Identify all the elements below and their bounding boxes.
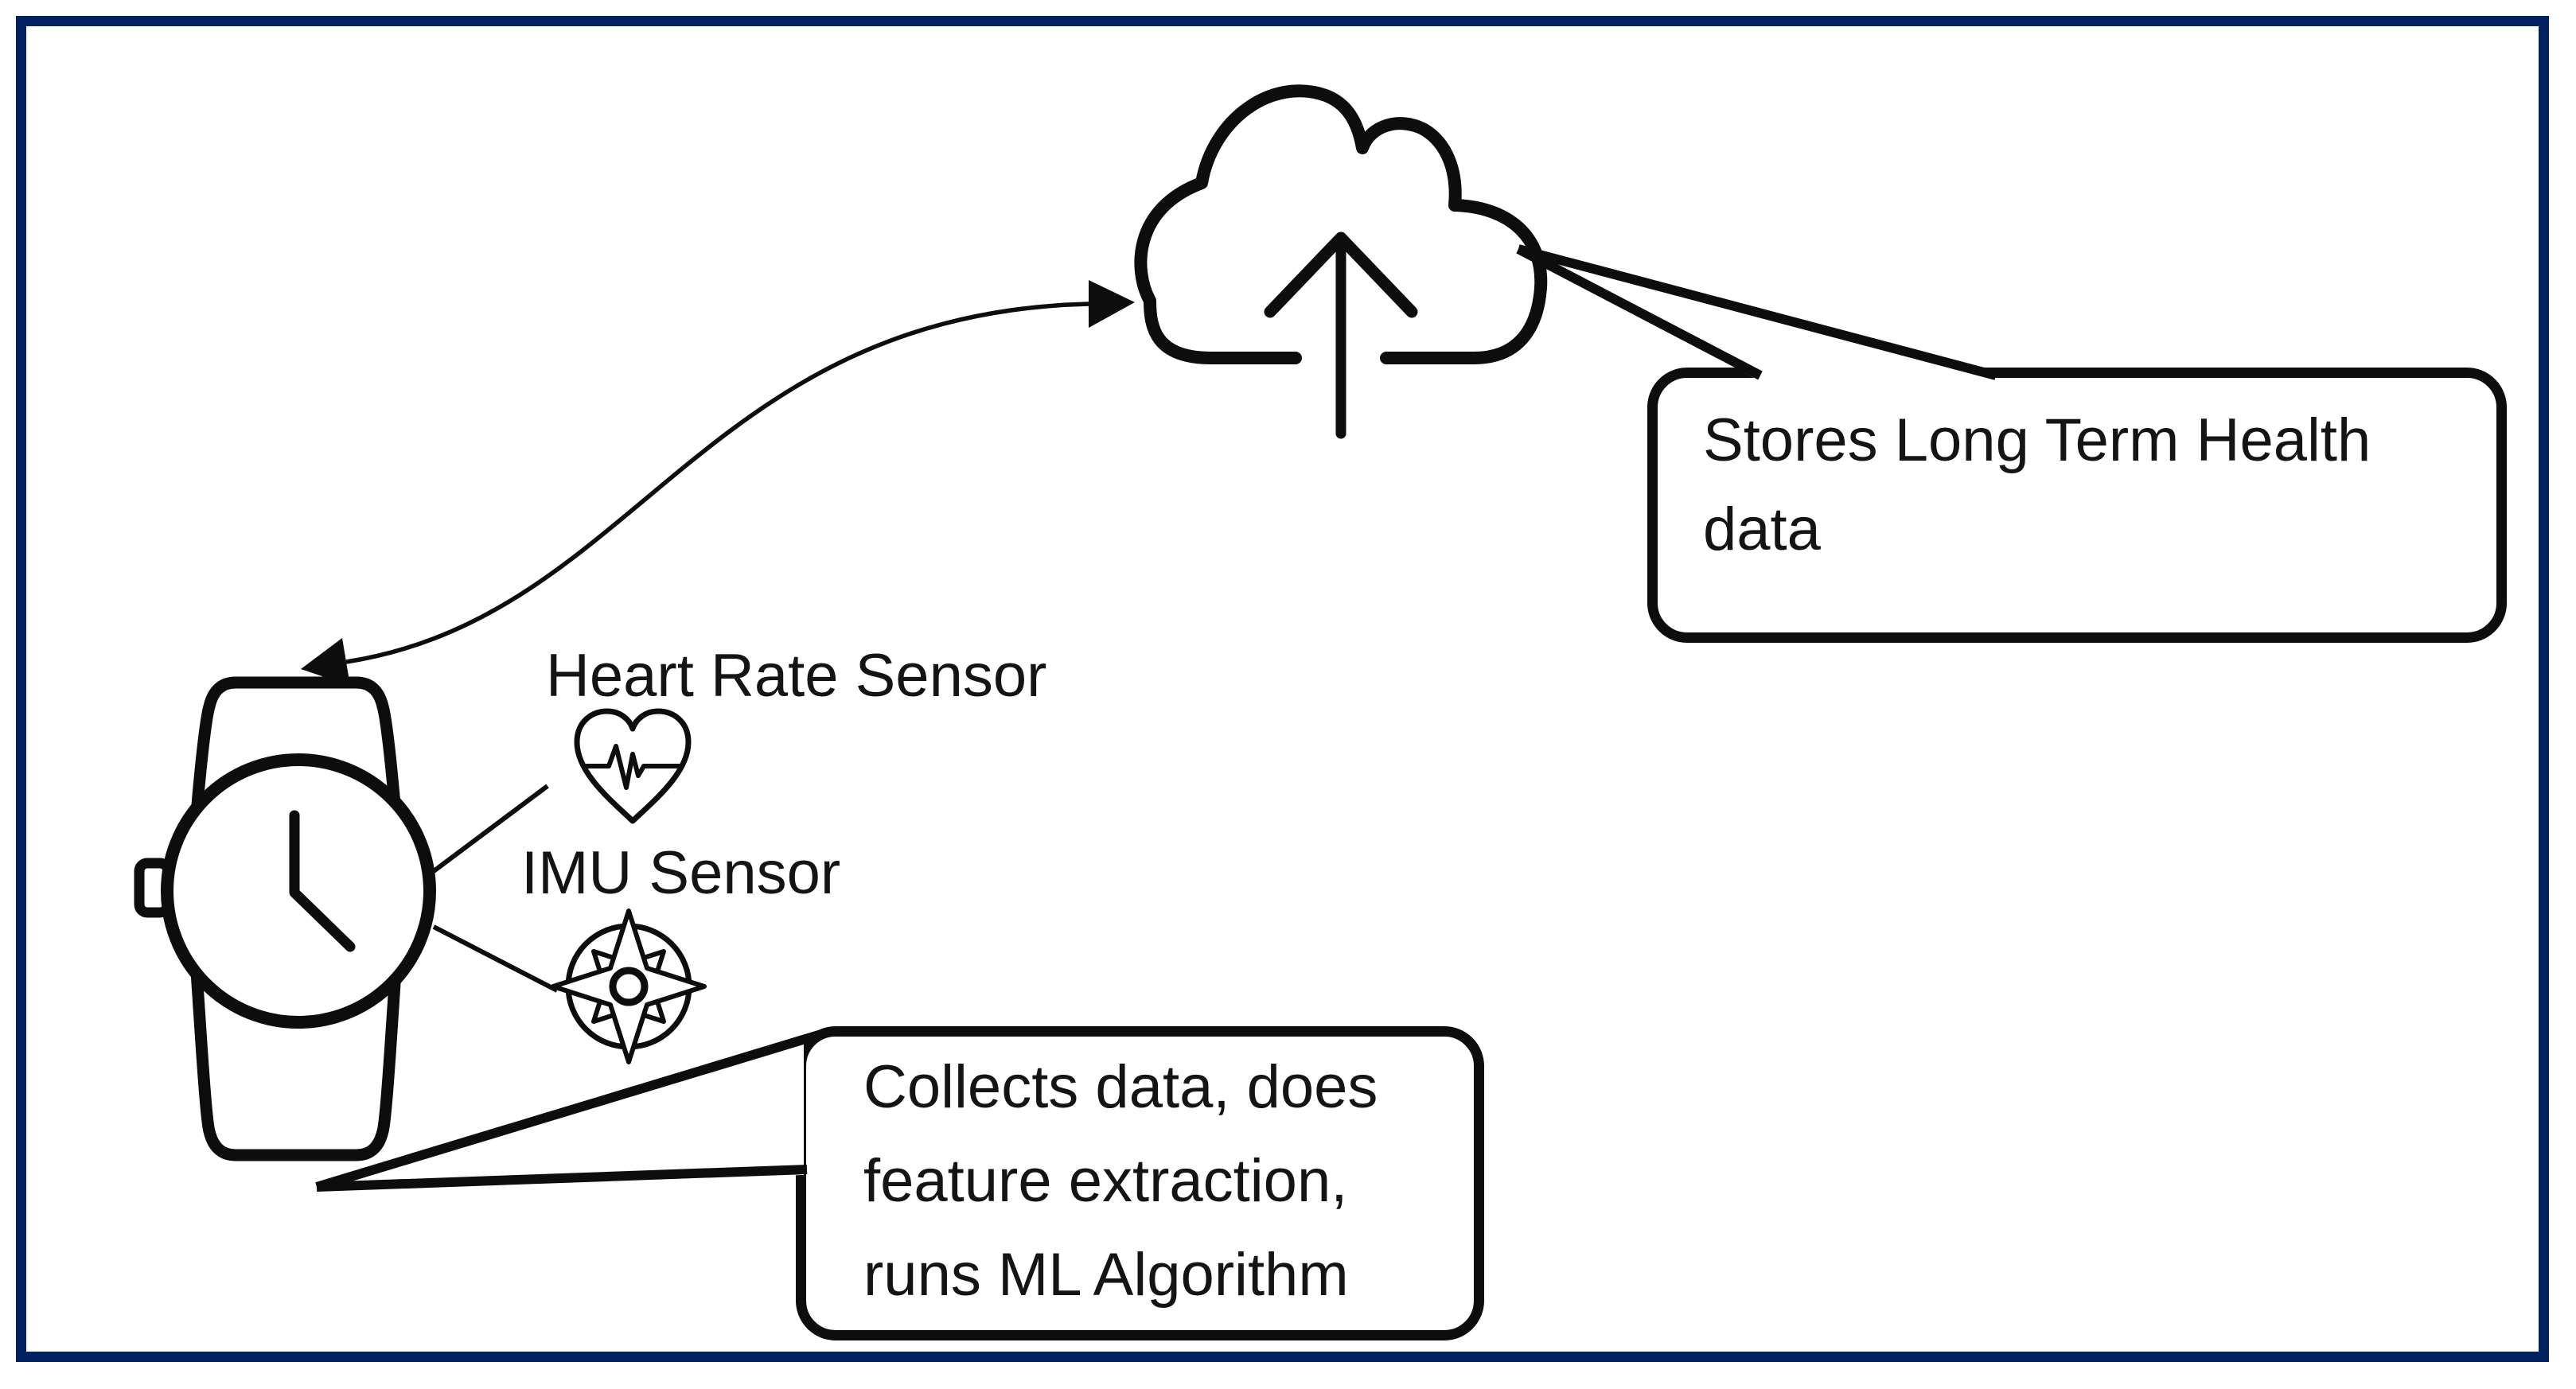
imu-sensor-label: IMU Sensor — [521, 839, 841, 907]
cloud-callout-text: Stores Long Term Health data — [1703, 407, 2371, 563]
heart-rate-sensor-label: Heart Rate Sensor — [546, 642, 1047, 710]
watch-callout-text: Collects data, does feature extraction, … — [863, 1053, 1378, 1309]
outer-frame — [16, 16, 2549, 1362]
